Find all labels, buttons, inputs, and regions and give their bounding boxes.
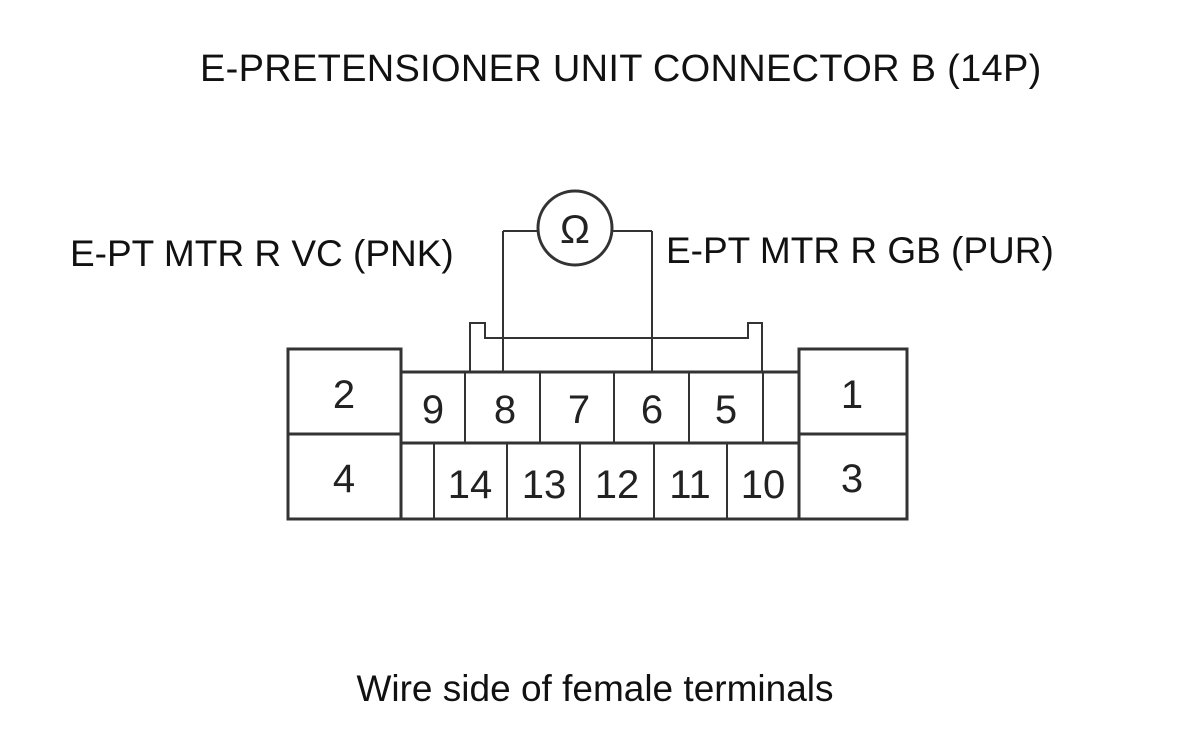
terminal-6: 6 (641, 388, 663, 432)
terminal-9: 9 (422, 388, 444, 432)
terminal-4: 4 (333, 457, 355, 501)
center-body (399, 370, 801, 521)
terminal-1: 1 (841, 373, 863, 417)
terminal-3: 3 (841, 457, 863, 501)
caption: Wire side of female terminals (356, 668, 834, 709)
terminal-11: 11 (669, 463, 711, 507)
terminal-12: 12 (595, 463, 640, 507)
lock-tab (469, 322, 763, 372)
ohmmeter-circle (536, 189, 614, 267)
terminal-10: 10 (741, 463, 786, 507)
terminal-8: 8 (494, 388, 516, 432)
terminal-7: 7 (568, 388, 590, 432)
terminal-13: 13 (522, 463, 567, 507)
terminal-5: 5 (715, 388, 737, 432)
connector-housing (286, 322, 909, 521)
left-probe-label: E-PT MTR R VC (PNK) (70, 233, 454, 274)
ohmmeter: Ω (502, 189, 653, 372)
diagram-title: E-PRETENSIONER UNIT CONNECTOR B (14P) (200, 48, 1042, 90)
terminal-numbers: 2 4 1 3 9 8 7 6 5 14 13 12 11 10 (333, 373, 863, 507)
ohm-symbol: Ω (560, 208, 590, 252)
terminal-14: 14 (448, 463, 493, 507)
right-probe-label: E-PT MTR R GB (PUR) (666, 230, 1054, 271)
terminal-2: 2 (333, 373, 355, 417)
